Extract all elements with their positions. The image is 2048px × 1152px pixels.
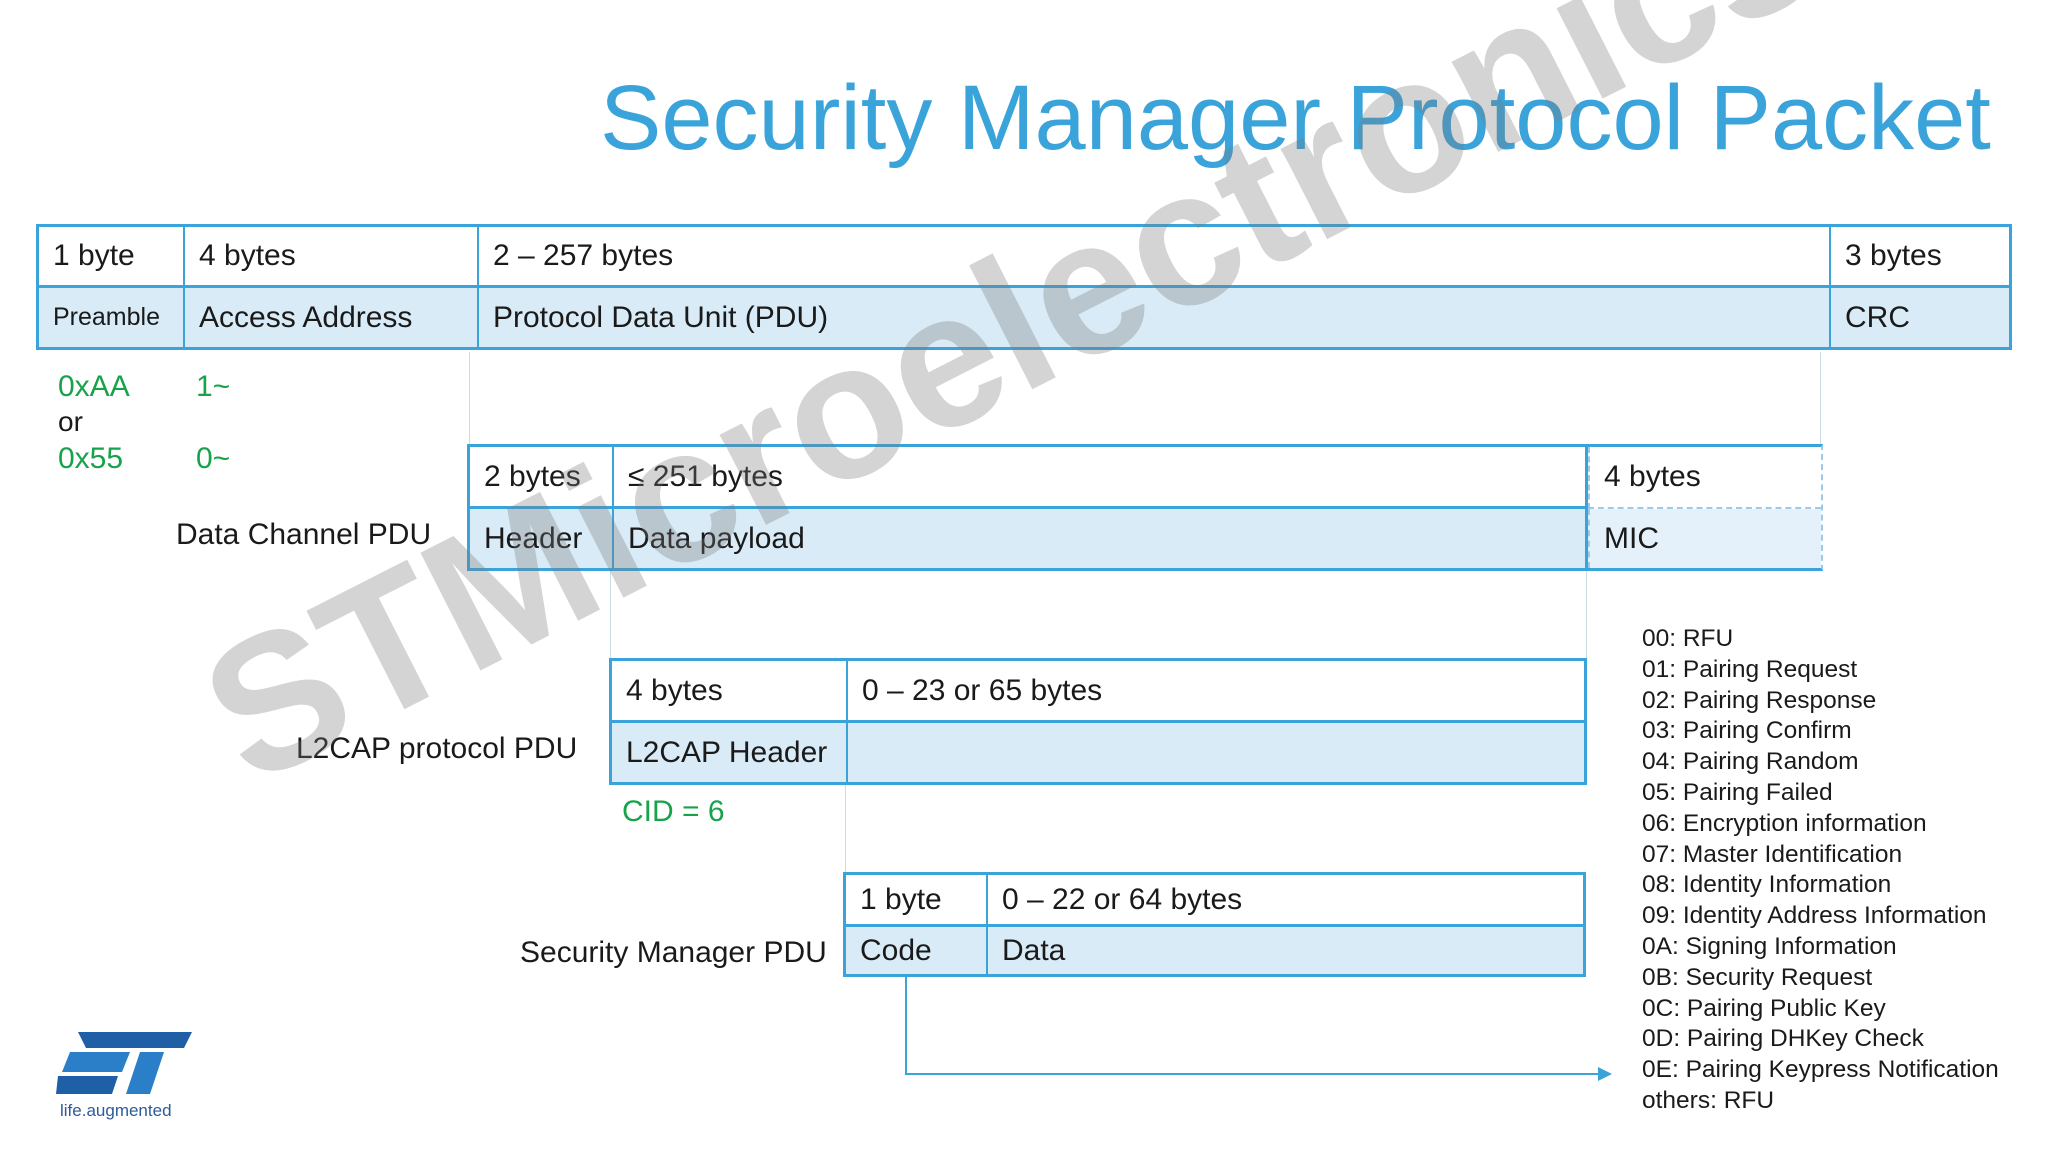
preamble-or: or <box>58 406 83 437</box>
code-list-item: 0E: Pairing Keypress Notification <box>1642 1056 1999 1084</box>
code-list-item: 0B: Security Request <box>1642 963 1873 991</box>
connector-l2cap-left <box>845 784 846 874</box>
crc-size: 3 bytes <box>1831 227 2009 288</box>
pdu-field: Protocol Data Unit (PDU) <box>479 288 1831 347</box>
data-field: Data <box>988 927 1583 974</box>
payload-size: ≤ 251 bytes <box>614 447 1588 509</box>
preamble-size: 1 byte <box>39 227 185 288</box>
code-field: Code <box>846 927 988 974</box>
code-list-item: 02: Pairing Response <box>1642 686 1877 714</box>
slide-title: Security Manager Protocol Packet <box>600 67 1991 169</box>
code-list-item: 0C: Pairing Public Key <box>1642 994 1886 1022</box>
connector-pdu-left <box>469 352 470 448</box>
code-list-item: 05: Pairing Failed <box>1642 778 1833 806</box>
code-list: 00: RFU 01: Pairing Request 02: Pairing Re… <box>1642 624 1999 1117</box>
code-list-item: 09: Identity Address Information <box>1642 902 1987 930</box>
preamble-bits-0: 0~ <box>196 442 231 475</box>
header-field: Header <box>470 509 614 568</box>
code-list-item: 04: Pairing Random <box>1642 748 1859 776</box>
link-layer-packet: 1 byte 4 bytes 2 – 257 bytes 3 bytes Pre… <box>36 224 2012 350</box>
code-list-item: 06: Encryption information <box>1642 809 1927 837</box>
data-channel-pdu: 2 bytes ≤ 251 bytes 4 bytes Header Data … <box>467 444 1823 571</box>
preamble-field: Preamble <box>39 288 185 347</box>
code-list-item: 03: Pairing Confirm <box>1642 717 1852 745</box>
connector-payload-left <box>610 570 611 662</box>
pdu-size: 2 – 257 bytes <box>479 227 1831 288</box>
code-list-item: 00: RFU <box>1642 625 1734 652</box>
code-list-item: 01: Pairing Request <box>1642 655 1858 683</box>
connector-pdu-right <box>1820 352 1821 448</box>
code-list-item: 0A: Signing Information <box>1642 932 1897 960</box>
code-size: 1 byte <box>846 875 988 927</box>
preamble-bits-1: 1~ <box>196 370 231 403</box>
preamble-value-55: 0x55 <box>58 442 124 475</box>
l2cap-pdu-label: L2CAP protocol PDU <box>296 732 578 765</box>
l2cap-payload-field <box>848 723 1584 782</box>
smp-pdu-label: Security Manager PDU <box>520 936 827 969</box>
crc-field: CRC <box>1831 288 2009 347</box>
data-size: 0 – 22 or 64 bytes <box>988 875 1583 927</box>
cid-value: CID = 6 <box>622 795 725 828</box>
st-logo-icon <box>56 1032 192 1094</box>
l2cap-header-field: L2CAP Header <box>612 723 848 782</box>
mic-size: 4 bytes <box>1588 447 1821 509</box>
payload-field: Data payload <box>614 509 1588 568</box>
connector-payload-right <box>1586 570 1587 662</box>
l2cap-header-size: 4 bytes <box>612 661 848 723</box>
l2cap-payload-size: 0 – 23 or 65 bytes <box>848 661 1584 723</box>
data-channel-pdu-label: Data Channel PDU <box>176 518 432 551</box>
logo-tagline: life.augmented <box>60 1101 172 1120</box>
smp-pdu: 1 byte 0 – 22 or 64 bytes Code Data <box>843 872 1586 977</box>
header-size: 2 bytes <box>470 447 614 509</box>
code-list-item: others: RFU <box>1642 1086 1775 1114</box>
mic-field: MIC <box>1588 509 1821 568</box>
l2cap-pdu: 4 bytes 0 – 23 or 65 bytes L2CAP Header <box>609 658 1587 785</box>
access-address-size: 4 bytes <box>185 227 479 288</box>
code-list-item: 0D: Pairing DHKey Check <box>1642 1025 1924 1053</box>
access-address-field: Access Address <box>185 288 479 347</box>
code-list-item: 08: Identity Information <box>1642 871 1892 899</box>
preamble-value-aa: 0xAA <box>58 370 130 403</box>
code-list-item: 07: Master Identification <box>1642 840 1903 868</box>
